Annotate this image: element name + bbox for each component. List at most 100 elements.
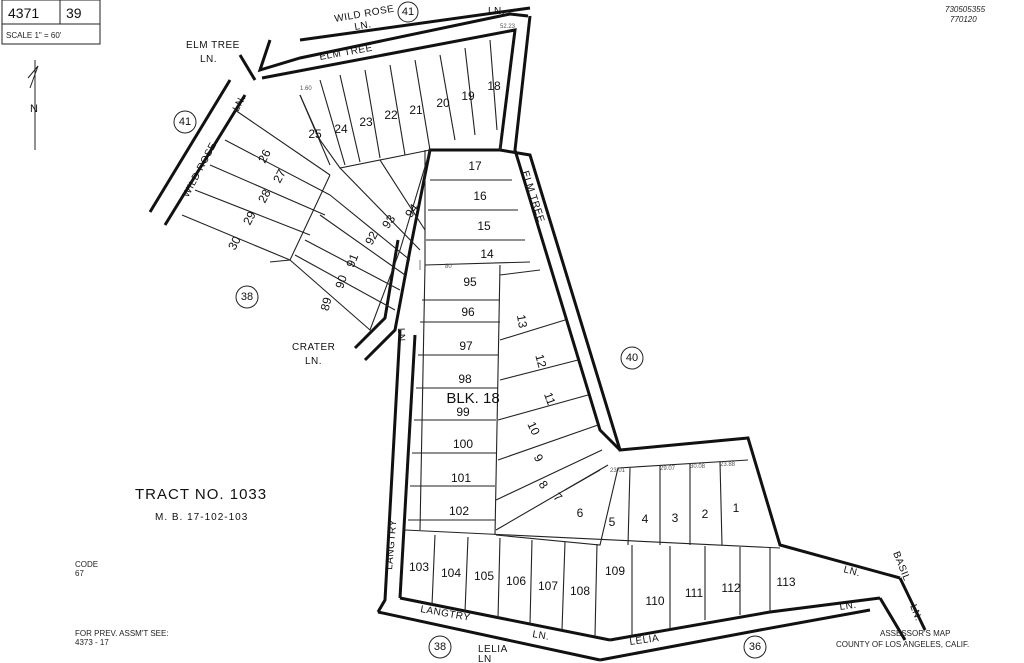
tract-title: TRACT NO. 1033 bbox=[135, 486, 267, 503]
svg-text:40: 40 bbox=[626, 352, 638, 364]
lot-number: 27 bbox=[270, 167, 289, 186]
lot-number: 29 bbox=[240, 209, 259, 228]
code-label: CODE bbox=[75, 560, 98, 569]
street-elm-tree-left: ELM TREE bbox=[186, 40, 240, 51]
lot-number: 102 bbox=[449, 504, 469, 518]
footer-line1: ASSESSOR'S MAP bbox=[880, 629, 950, 638]
street-basil: BASIL bbox=[890, 550, 912, 583]
lot-number: 107 bbox=[538, 579, 558, 593]
street-ln-top-right: LN. bbox=[488, 6, 505, 17]
lot-number: 9 bbox=[531, 452, 547, 465]
svg-text:29.07: 29.07 bbox=[660, 466, 676, 472]
stamp-line-2: 770120 bbox=[950, 15, 977, 24]
lot-number: 105 bbox=[474, 569, 494, 583]
lot-number: 106 bbox=[506, 574, 526, 588]
street-crater: CRATER bbox=[292, 342, 335, 353]
svg-text:38: 38 bbox=[241, 291, 253, 303]
lot-number: 2 bbox=[702, 507, 709, 521]
street-ln-langtry: LN. bbox=[531, 629, 550, 643]
street-ln-right: LN. bbox=[842, 564, 861, 579]
block-label: BLK. 18 bbox=[446, 390, 499, 407]
svg-text:23.01: 23.01 bbox=[610, 468, 626, 474]
lot-number: 103 bbox=[409, 560, 429, 574]
lot-number: 1 bbox=[733, 501, 740, 515]
lot-number: 18 bbox=[487, 79, 501, 93]
lot-numbers: 25 24 23 22 21 20 19 18 26 27 28 29 30 9… bbox=[225, 79, 796, 608]
street-lelia-bottom-ln: LN bbox=[478, 654, 492, 663]
lot-number: 3 bbox=[672, 511, 679, 525]
lot-number: 110 bbox=[645, 594, 664, 608]
street-wild-rose-top-ln: LN. bbox=[354, 19, 373, 33]
svg-text:52.23: 52.23 bbox=[500, 24, 516, 30]
svg-text:41: 41 bbox=[179, 116, 191, 128]
lot-number: 10 bbox=[524, 419, 542, 437]
lot-number: 104 bbox=[441, 566, 461, 580]
stamp-line-1: 730505355 bbox=[945, 5, 986, 14]
svg-text:80: 80 bbox=[445, 264, 452, 270]
lot-number: 23 bbox=[359, 115, 373, 129]
page-ref-circle: 40 bbox=[620, 346, 644, 370]
svg-text:38: 38 bbox=[434, 641, 446, 653]
lot-lines bbox=[181, 39, 781, 637]
lot-number: 91 bbox=[343, 251, 361, 269]
street-langtry-vertical: LANGTRY bbox=[384, 519, 399, 570]
lot-number: 13 bbox=[514, 314, 530, 330]
lot-number: 99 bbox=[456, 405, 470, 419]
lot-number: 16 bbox=[473, 189, 487, 203]
tract-map-book: M. B. 17-102-103 bbox=[155, 512, 248, 523]
header-box: 4371 39 SCALE 1" = 60' bbox=[1, 0, 101, 45]
lot-number: 89 bbox=[318, 296, 335, 313]
lot-number: 4 bbox=[642, 512, 649, 526]
lot-number: 7 bbox=[551, 490, 566, 505]
lot-number: 11 bbox=[541, 390, 559, 407]
lot-number: 95 bbox=[463, 275, 477, 289]
svg-text:41: 41 bbox=[402, 6, 414, 18]
lot-number: 112 bbox=[721, 581, 740, 595]
lot-number: 93 bbox=[379, 212, 398, 231]
lot-number: 19 bbox=[461, 89, 475, 103]
page-refs: 41 41 38 40 38 36 bbox=[173, 1, 767, 659]
scale-label: SCALE 1" = 60' bbox=[6, 31, 62, 40]
lot-number: 92 bbox=[362, 229, 381, 248]
lot-number: 14 bbox=[480, 247, 494, 261]
prev-assmt-line2: 4373 - 17 bbox=[75, 638, 109, 647]
north-arrow-icon: N bbox=[27, 60, 39, 150]
lot-number: 12 bbox=[532, 353, 549, 370]
page-ref-circle: 36 bbox=[743, 635, 767, 659]
lot-number: 6 bbox=[577, 506, 584, 520]
lot-number: 5 bbox=[609, 515, 616, 529]
street-lelia-right: LELIA bbox=[629, 633, 660, 648]
lot-number: 20 bbox=[436, 96, 450, 110]
street-crater-ln: LN. bbox=[305, 356, 322, 367]
lot-number: 90 bbox=[332, 273, 350, 290]
page-ref-circle: 38 bbox=[428, 635, 452, 659]
footer-line2: COUNTY OF LOS ANGELES, CALIF. bbox=[836, 640, 969, 649]
street-elm-tree-left-ln: LN. bbox=[200, 54, 217, 65]
svg-text:36: 36 bbox=[749, 641, 761, 653]
street-labels: WILD ROSE LN. LN. ELM TREE LN. ELM TREE … bbox=[181, 4, 924, 663]
measurement-text: 1.60 52.23 80 23.01 29.07 30.08 23.88 bbox=[300, 24, 736, 474]
lot-number: 98 bbox=[458, 372, 472, 386]
page-ref-circle: 41 bbox=[173, 110, 197, 134]
prev-assmt-line1: FOR PREV. ASSM'T SEE: bbox=[75, 629, 169, 638]
lot-number: 22 bbox=[384, 108, 398, 122]
lot-number: 15 bbox=[477, 219, 491, 233]
lot-number: 26 bbox=[255, 147, 274, 166]
svg-text:30.08: 30.08 bbox=[690, 464, 706, 470]
svg-text:1.60: 1.60 bbox=[300, 86, 312, 92]
lot-number: 109 bbox=[605, 564, 625, 578]
street-ln-lelia: LN. bbox=[839, 600, 857, 613]
lot-number: 24 bbox=[334, 122, 348, 136]
page-ref-circle: 41 bbox=[397, 1, 419, 23]
lot-number: 97 bbox=[459, 339, 473, 353]
page-number: 39 bbox=[66, 5, 82, 21]
street-ln-crater: LN. bbox=[395, 328, 407, 345]
svg-text:23.88: 23.88 bbox=[720, 462, 736, 468]
lot-number: 25 bbox=[308, 127, 322, 141]
lot-number: 111 bbox=[685, 586, 704, 600]
lot-number: 96 bbox=[461, 305, 475, 319]
street-lelia-bottom: LELIA bbox=[478, 644, 508, 655]
book-number: 4371 bbox=[8, 5, 39, 21]
